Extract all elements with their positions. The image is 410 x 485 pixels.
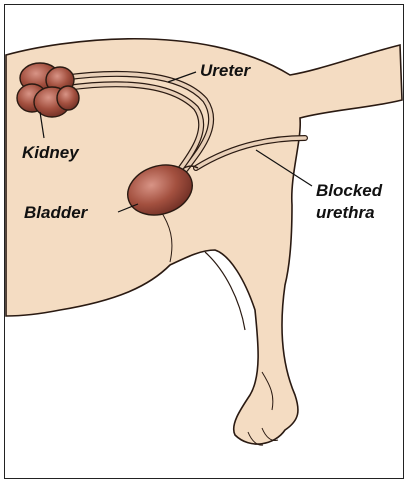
blocked-urethra-label-line1: Blocked xyxy=(316,181,383,200)
blocked-urethra-label-line2: urethra xyxy=(316,203,375,222)
kidney-organ xyxy=(17,63,79,117)
bladder-label: Bladder xyxy=(24,203,89,222)
kidney-label: Kidney xyxy=(22,143,80,162)
ureter-label: Ureter xyxy=(200,61,251,80)
